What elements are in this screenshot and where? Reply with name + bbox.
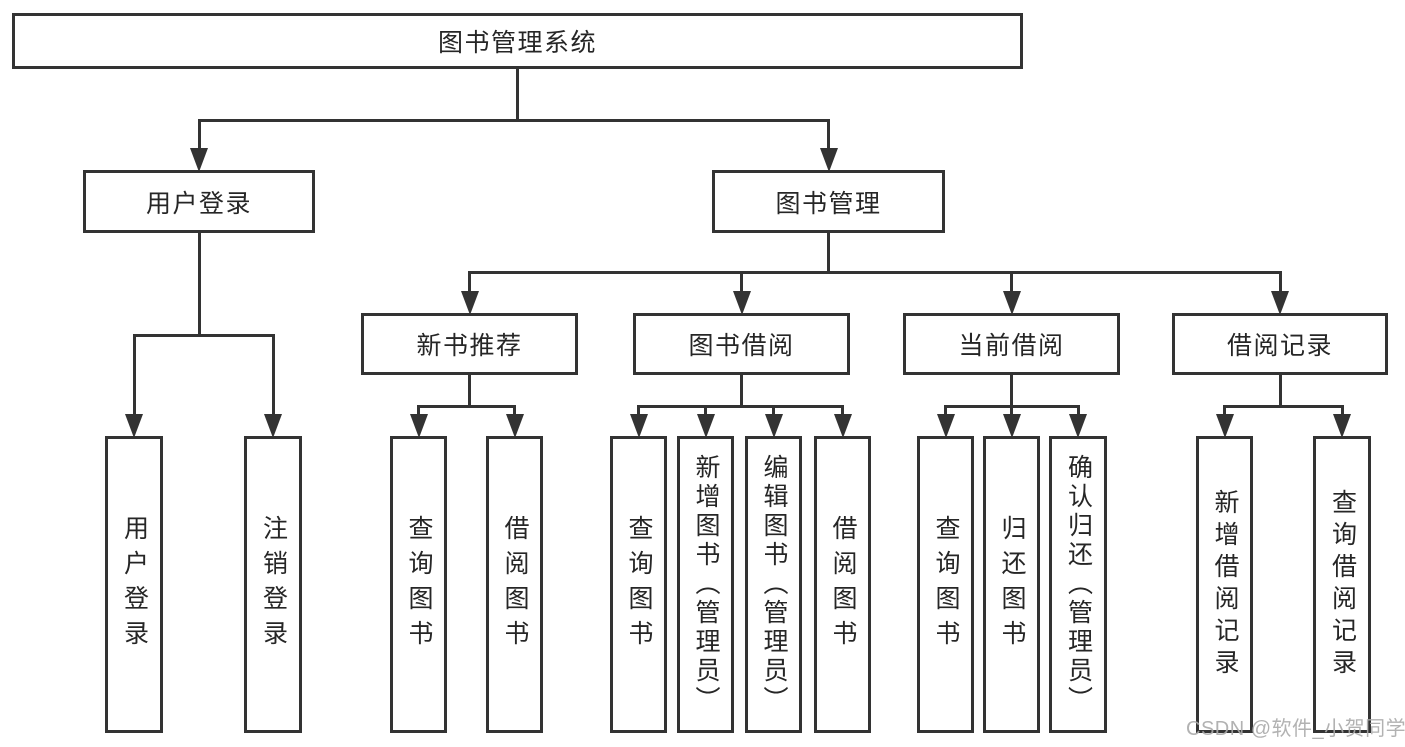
node-label: 归还图书 [998,514,1026,655]
edge-line [468,375,471,406]
edge-line [1278,375,1282,406]
arrow-down-icon [190,148,208,172]
arrow-down-icon [505,414,524,438]
node-label: 查询图书 [405,514,433,655]
node-root: 图书管理系统 [12,13,1023,69]
arrow-down-icon [1002,291,1021,315]
edge-line [827,233,830,272]
edge-line [704,406,707,418]
node-mgmt: 图书管理 [712,170,945,233]
edge-line [132,333,275,337]
edge-line [841,406,844,418]
edge-line [1340,406,1344,418]
node-label: 用户登录 [120,514,149,655]
node-records: 借阅记录 [1172,313,1388,375]
watermark: CSDN @软件_小贺同学 [1186,718,1405,740]
edge-line [1010,406,1013,418]
node-label: 借阅图书 [829,514,857,655]
node-label: 编辑图书（管理员） [760,454,788,715]
arrow-down-icon [1333,414,1351,438]
node-label: 新增借阅记录 [1211,488,1239,681]
node-label: 查询借阅记录 [1328,488,1357,681]
arrow-down-icon [460,291,479,315]
edge-line [132,335,136,418]
node-label: 借阅记录 [1226,332,1333,360]
edge-line [197,118,830,122]
node-n1: 查询图书 [390,436,447,733]
node-label: 当前借阅 [958,332,1065,360]
arrow-down-icon [1215,414,1234,438]
arrow-down-icon [409,414,428,438]
edge-line [1223,404,1344,408]
edge-line [772,406,775,418]
edge-line [740,375,743,406]
node-label: 新增图书（管理员） [692,454,720,715]
edge-line [1076,406,1080,418]
arrow-down-icon [264,414,282,438]
node-label: 查询图书 [625,514,653,655]
edge-line [1010,272,1013,295]
arrow-down-icon [819,148,838,172]
node-c2: 归还图书 [983,436,1040,733]
node-r1: 新增借阅记录 [1196,436,1253,733]
node-l1: 用户登录 [105,436,163,733]
arrow-down-icon [732,291,751,315]
arrow-down-icon [1271,291,1289,315]
edge-line [944,406,947,418]
edge-line [417,404,516,408]
node-label: 图书借阅 [688,332,795,360]
edge-line [271,335,275,418]
arrow-down-icon [696,414,715,438]
node-borrow: 图书借阅 [633,313,850,375]
node-n2: 借阅图书 [486,436,543,733]
node-c1: 查询图书 [917,436,974,733]
edge-line [1223,406,1226,418]
edge-line [513,406,516,418]
node-label: 注销登录 [259,514,288,655]
node-label: 借阅图书 [501,514,529,655]
node-newrec: 新书推荐 [361,313,578,375]
edge-line [417,406,420,418]
node-b4: 借阅图书 [814,436,871,733]
node-label: 查询图书 [932,514,960,655]
arrow-down-icon [1002,414,1021,438]
edge-line [1010,375,1013,406]
node-label: 图书管理系统 [437,29,597,57]
arrow-down-icon [125,414,143,438]
edge-line [516,69,519,120]
edge-line [197,233,201,335]
arrow-down-icon [1069,414,1087,438]
node-b1: 查询图书 [610,436,667,733]
node-b2: 新增图书（管理员） [677,436,734,733]
edge-line [740,272,743,295]
edge-line [468,270,1282,274]
node-label: 新书推荐 [416,332,523,360]
edge-line [637,406,640,418]
arrow-down-icon [629,414,648,438]
edge-line [637,404,844,408]
node-label: 用户登录 [145,189,252,218]
node-c3: 确认归还（管理员） [1049,436,1107,733]
node-r2: 查询借阅记录 [1313,436,1371,733]
node-current: 当前借阅 [903,313,1120,375]
edge-line [197,120,201,152]
arrow-down-icon [764,414,783,438]
edge-line [468,272,471,295]
edge-line [1278,272,1282,295]
node-label: 确认归还（管理员） [1064,454,1093,715]
arrow-down-icon [833,414,852,438]
edge-line [827,120,830,152]
arrow-down-icon [936,414,955,438]
node-label: 图书管理 [775,189,882,218]
node-l2: 注销登录 [244,436,302,733]
node-b3: 编辑图书（管理员） [745,436,802,733]
node-login: 用户登录 [83,170,315,233]
